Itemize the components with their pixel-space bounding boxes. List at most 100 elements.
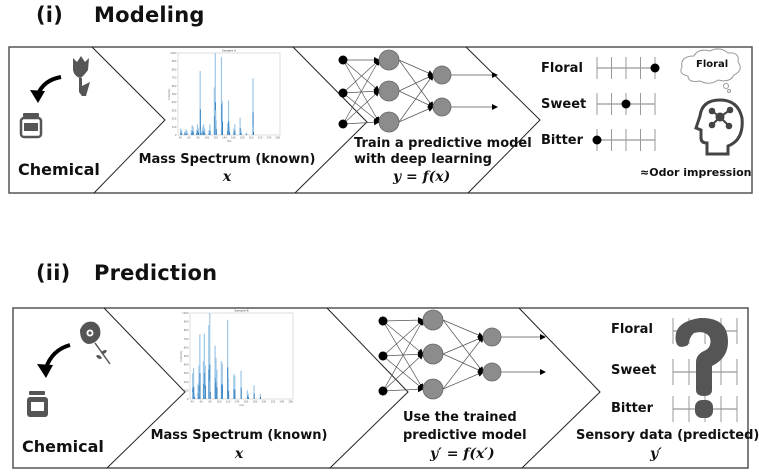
- x-axis-label: m/z: [227, 139, 232, 143]
- spectrum-peak-core: [216, 387, 218, 399]
- spectrum-peak-core: [184, 133, 186, 135]
- nn-edge: [342, 59, 380, 125]
- panel-title-text: Prediction: [94, 261, 218, 285]
- spectrum-peak-core: [245, 134, 247, 135]
- panel-number: (i): [36, 3, 63, 27]
- x-tick-label: 200: [249, 136, 254, 140]
- spectrum-peak-core: [203, 130, 205, 135]
- nn-input-node: [338, 55, 348, 65]
- x-tick-label: 220: [270, 400, 275, 404]
- x-tick-label: 180: [253, 400, 258, 404]
- nn-edge: [382, 320, 424, 355]
- spectrum-label: Mass Spectrum (known): [138, 152, 316, 167]
- spectrum-peak-core: [260, 396, 261, 399]
- spectrum-peak: [203, 124, 205, 135]
- spectrum-peak-core: [204, 385, 206, 399]
- x-tick-label: 140: [235, 400, 240, 404]
- spectrum-peak: [192, 368, 195, 399]
- panel-frame-modeling: [8, 46, 753, 194]
- spectrum-peak: [185, 129, 187, 135]
- y-tick-label: 200: [184, 380, 189, 384]
- x-tick-label: 100: [217, 400, 222, 404]
- spectrum-peak: [221, 101, 223, 135]
- spectrum-peak-core: [227, 130, 229, 135]
- attribute-label-sweet: Sweet: [611, 363, 657, 378]
- chevron-divider: [326, 307, 409, 469]
- y-tick-label: 400: [184, 363, 189, 367]
- spectrum-peak-core: [191, 131, 193, 135]
- model-label-line2: predictive model: [403, 428, 527, 443]
- spectrum-peak-core: [209, 130, 211, 135]
- y-tick-label: 100: [184, 388, 189, 392]
- spectrum-peak-core: [247, 396, 249, 399]
- y-tick-label: 900: [172, 59, 177, 63]
- attribute-label-floral: Floral: [611, 322, 653, 337]
- spectrum-peak-core: [253, 393, 255, 399]
- model-label-line1: Train a predictive model: [354, 136, 532, 151]
- spectrum-peak: [202, 126, 204, 135]
- spectrum-peak-core: [222, 121, 223, 135]
- spectrum-peak: [213, 87, 215, 135]
- spectrum-peak: [197, 383, 199, 399]
- spectrum-peak-core: [200, 133, 202, 135]
- jar-icon: [19, 113, 43, 139]
- spectrum-peak-core: [199, 373, 201, 399]
- x-tick-label: 260: [275, 136, 280, 140]
- spectrum-peak-core: [202, 131, 204, 135]
- attribute-label-floral: Floral: [541, 61, 583, 76]
- spectrum-peak: [209, 124, 211, 135]
- x-tick-label: 180: [240, 136, 245, 140]
- spectrum-peak: [221, 363, 223, 399]
- spectrum-peak: [227, 123, 229, 135]
- x-tick-label: 40: [179, 136, 183, 140]
- question-mark-icon: [675, 317, 728, 418]
- nn-input-node: [378, 386, 388, 396]
- spectrum-peak: [220, 361, 222, 399]
- spectrum-peak-core: [208, 133, 210, 135]
- nn-edge: [442, 336, 484, 355]
- spectrum-peak-core: [215, 382, 217, 399]
- spectrum-peak-core: [221, 103, 223, 135]
- nn-edge: [342, 119, 380, 126]
- spectrum-symbol: x: [222, 169, 232, 185]
- x-tick-label: 240: [279, 400, 284, 404]
- nn-edge: [442, 371, 484, 390]
- spectrum-peak: [196, 124, 199, 135]
- y-tick-label: 1000: [170, 51, 177, 55]
- spectrum-symbol: x: [234, 446, 244, 462]
- spectrum-peak-core: [234, 389, 236, 399]
- spectrum-label: Mass Spectrum (known): [150, 428, 328, 443]
- spectrum-peak-core: [203, 383, 205, 399]
- spectrum-peak: [192, 373, 194, 399]
- spectrum-peak: [184, 131, 186, 135]
- x-tick-label: 220: [258, 136, 263, 140]
- spectrum-peak: [214, 53, 216, 135]
- scale-marker-floral: [650, 63, 660, 73]
- spectrum-peak-core: [197, 130, 199, 135]
- scale-marker-bitter: [592, 135, 602, 145]
- plot-title: Sample B: [234, 309, 248, 313]
- y-tick-label: 200: [172, 117, 177, 121]
- spectrum-peak: [202, 361, 205, 399]
- spectrum-peak-core: [198, 132, 199, 135]
- attribute-label-bitter: Bitter: [541, 133, 584, 148]
- y-tick-label: 500: [172, 92, 177, 96]
- x-tick-label: 200: [262, 400, 267, 404]
- spectrum-peak: [252, 78, 254, 135]
- spectrum-peak-core: [240, 133, 242, 135]
- x-tick-label: 80: [209, 400, 213, 404]
- spectrum-peak-core: [233, 389, 235, 399]
- nn-edge: [398, 74, 434, 92]
- spectrum-peak: [240, 130, 242, 135]
- spectrum-peak-core: [228, 121, 230, 135]
- nn-edge: [382, 319, 424, 392]
- model-label-line2: with deep learning: [354, 152, 492, 167]
- spectrum-peak-core: [252, 112, 254, 135]
- nn-edge: [442, 319, 484, 373]
- sensory-rating-scales: [592, 57, 660, 151]
- nn-hidden-node: [422, 378, 444, 400]
- chevron-divider: [465, 46, 541, 194]
- spectrum-peak: [199, 71, 201, 135]
- y-tick-label: 700: [172, 76, 177, 80]
- y-tick-label: 500: [184, 354, 189, 358]
